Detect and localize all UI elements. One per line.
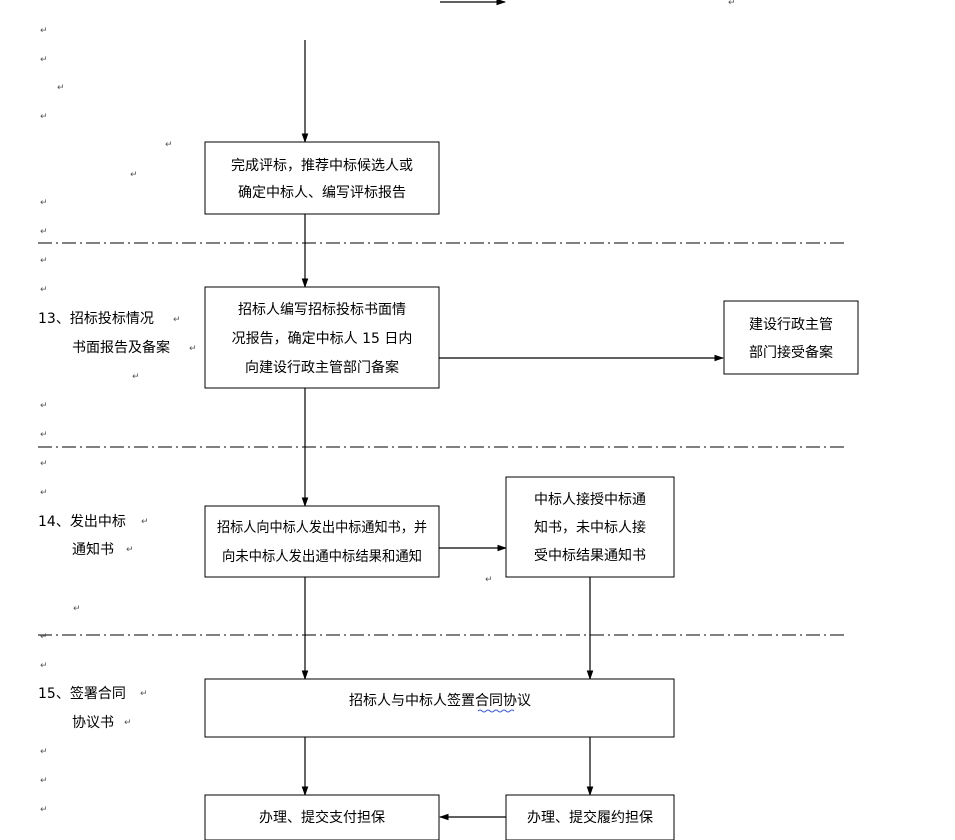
evaluation-box-line2: 确定中标人、编写评标报告 [238,185,406,201]
step-13-line1: 13、招标投标情况 [38,311,154,327]
report-box-line1: 招标人编写招标投标书面情 [238,302,406,318]
step-13-line2: 书面报告及备案 [72,339,170,356]
paragraph-mark: ↵ [728,0,736,8]
payment-guarantee-box-line1: 办理、提交支付担保 [259,809,385,826]
step-15-line1: 15、签署合同 [38,685,126,702]
paragraph-mark: ↵ [165,140,173,150]
paragraph-mark: ↵ [40,632,48,642]
authority-box: 建设行政主管 部门接受备案 [723,300,859,375]
notice-box-line1: 招标人向中标人发出中标通知书，并 [217,519,427,536]
step-13-label: 13、招标投标情况 书面报告及备案 [38,311,170,356]
paragraph-mark: ↵ [40,401,48,411]
paragraph-mark: ↵ [57,83,65,93]
paragraph-mark: ↵ [40,747,48,757]
contract-box-line1: 招标人与中标人签置合同协议 [349,692,531,709]
paragraph-mark: ↵ [40,285,48,295]
paragraph-mark: ↵ [40,488,48,498]
paragraph-mark: ↵ [40,430,48,440]
step-15-label: 15、签署合同 协议书 [38,685,126,731]
paragraph-mark: ↵ [126,545,134,555]
paragraph-mark: ↵ [485,575,493,585]
paragraph-mark: ↵ [132,372,140,382]
performance-guarantee-box: 办理、提交履约担保 [505,794,675,840]
winner-box-line3: 受中标结果通知书 [534,547,646,564]
paragraph-mark: ↵ [40,198,48,208]
paragraph-mark: ↵ [40,26,48,36]
paragraph-mark: ↵ [40,459,48,469]
notice-box: 招标人向中标人发出中标通知书，并 向未中标人发出通中标结果和通知 [204,505,440,578]
performance-guarantee-box-line1: 办理、提交履约担保 [527,809,653,826]
paragraph-mark: ↵ [189,344,197,354]
winner-box-line2: 知书，未中标人接 [534,519,646,536]
paragraph-mark: ↵ [40,661,48,671]
report-box-line2: 况报告，确定中标人 15 日内 [232,331,413,347]
paragraph-mark: ↵ [40,805,48,815]
authority-box-line2: 部门接受备案 [749,344,833,361]
report-box-line3: 向建设行政主管部门备案 [245,359,399,376]
evaluation-box-line1: 完成评标，推荐中标候选人或 [231,158,413,174]
paragraph-mark: ↵ [40,256,48,266]
step-14-label: 14、发出中标 通知书 [38,514,126,558]
paragraph-mark: ↵ [73,604,81,614]
paragraph-mark: ↵ [130,170,138,180]
spellcheck-underline [477,709,515,713]
paragraph-mark: ↵ [40,55,48,65]
payment-guarantee-box: 办理、提交支付担保 [204,794,440,840]
paragraph-mark: ↵ [124,718,132,728]
evaluation-box: 完成评标，推荐中标候选人或 确定中标人、编写评标报告 [204,141,440,215]
authority-box-line1: 建设行政主管 [749,317,833,333]
paragraph-mark: ↵ [140,689,148,699]
paragraph-mark: ↵ [141,517,149,527]
winner-box-line1: 中标人接授中标通 [534,491,646,508]
winner-box: 中标人接授中标通 知书，未中标人接 受中标结果通知书 [505,476,675,578]
report-box: 招标人编写招标投标书面情 况报告，确定中标人 15 日内 向建设行政主管部门备案 [204,286,440,389]
step-15-line2: 协议书 [72,715,114,731]
notice-box-line2: 向未中标人发出通中标结果和通知 [222,548,422,565]
paragraph-mark: ↵ [40,776,48,786]
paragraph-mark: ↵ [40,112,48,122]
contract-box: 招标人与中标人签置合同协议 [204,678,675,738]
step-14-line2: 通知书 [72,541,114,558]
paragraph-mark: ↵ [40,227,48,237]
paragraph-mark: ↵ [173,315,181,325]
step-14-line1: 14、发出中标 [38,514,126,530]
paragraph-marks: ↵ ↵ ↵ ↵ ↵ ↵ ↵ ↵ ↵ ↵ ↵ ↵ ↵ ↵ ↵ ↵ ↵ ↵ ↵ ↵ … [40,0,736,815]
